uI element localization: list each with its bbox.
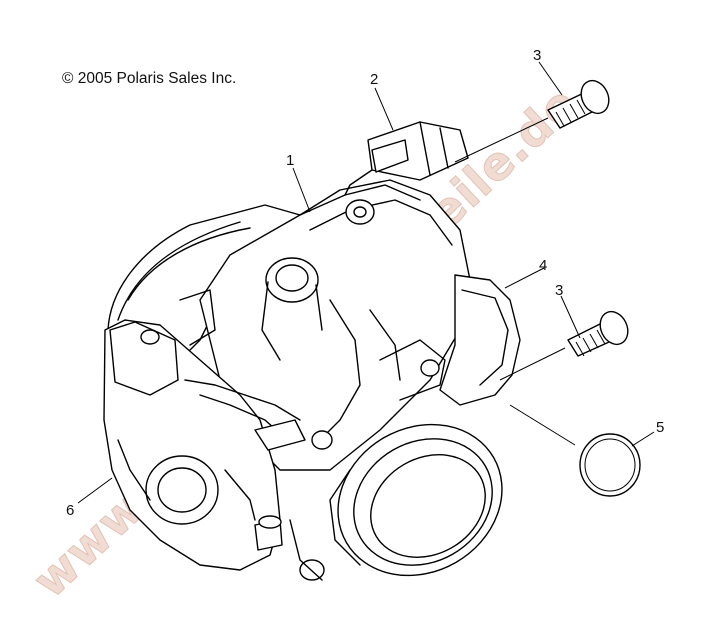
callout-2: 2 [370,71,378,88]
callout-4: 4 [539,257,547,274]
callout-1: 1 [286,152,294,169]
copyright-text: © 2005 Polaris Sales Inc. [62,70,237,87]
callout-3-top: 3 [533,47,541,64]
sensor-housing-part [103,289,306,571]
o-ring-part [579,433,641,497]
screw-middle-part [567,310,629,357]
callout-6: 6 [66,502,74,519]
callout-3-middle: 3 [555,282,563,299]
callout-5: 5 [656,419,664,436]
leader-lines [77,61,655,504]
screw-top-part [547,79,610,129]
connector-part [344,121,469,196]
throttle-body-part [107,179,521,581]
